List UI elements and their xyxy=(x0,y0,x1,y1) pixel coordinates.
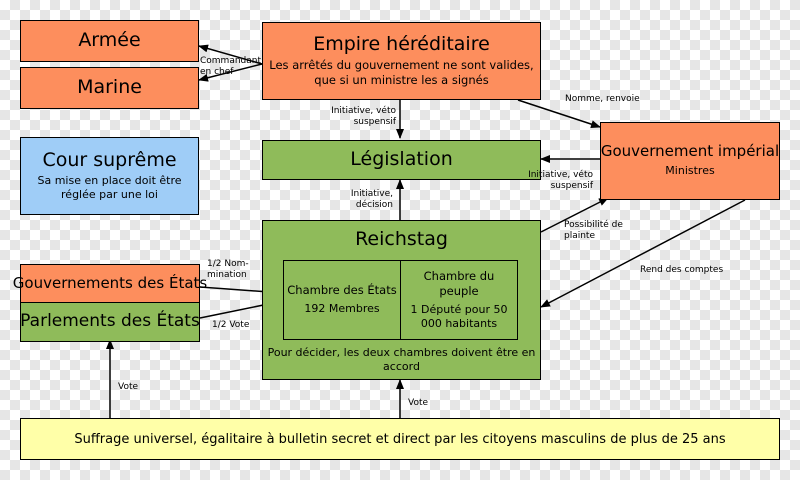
gouvernement-title: Gouvernement impérial xyxy=(600,142,780,161)
label-possibilite-plainte: Possibilité de plainte xyxy=(564,220,623,242)
gouvernement-text: Ministres xyxy=(665,164,715,178)
chambre-peuple-title: Chambre du peuple xyxy=(423,268,495,298)
cour-supreme-box: Cour suprême Sa mise en place doit être … xyxy=(20,137,199,215)
label-vote-half: 1/2 Vote xyxy=(212,320,250,330)
label-initiative-decision: Initiative, décision xyxy=(350,189,393,211)
gouvernements-etats-label: Gouvernements des États xyxy=(12,274,208,293)
parlements-etats-label: Parlements des États xyxy=(20,311,200,332)
empire-box: Empire héréditaire Les arrêtés du gouver… xyxy=(262,22,541,100)
arrow-reichstag-gouvernement xyxy=(540,197,609,233)
label-rend-comptes: Rend des comptes xyxy=(640,265,724,275)
suffrage-box: Suffrage universel, égalitaire à bulleti… xyxy=(20,418,780,460)
empire-text: Les arrêtés du gouvernement ne sont vali… xyxy=(269,57,534,87)
chambre-etats-box: Chambre des États 192 Membres xyxy=(283,260,401,340)
reichstag-note: Pour décider, les deux chambres doivent … xyxy=(267,346,536,374)
legislation-box: Législation xyxy=(262,140,541,180)
chambre-peuple-box: Chambre du peuple 1 Député pour 50 000 h… xyxy=(400,260,518,340)
suffrage-label: Suffrage universel, égalitaire à bulleti… xyxy=(74,431,726,447)
arrow-empire-gouvernement xyxy=(517,99,601,128)
label-vote-center: Vote xyxy=(408,398,429,408)
gouvernement-box: Gouvernement impérial Ministres xyxy=(600,122,780,200)
cour-supreme-title: Cour suprême xyxy=(42,148,177,171)
armee-label: Armée xyxy=(78,29,141,52)
label-initiative-veto-empire: Initiative, véto suspensif xyxy=(331,106,396,128)
label-nomination: 1/2 Nom-mination xyxy=(207,259,249,281)
label-vote-left: Vote xyxy=(118,382,139,392)
chambre-etats-title: Chambre des États xyxy=(287,283,397,298)
armee-box: Armée xyxy=(20,20,199,62)
reichstag-title: Reichstag xyxy=(355,228,448,250)
label-initiative-veto-gouvernement: Initiative, véto suspensif xyxy=(528,170,593,192)
legislation-label: Législation xyxy=(350,148,453,171)
arrow-empire-armee xyxy=(198,44,263,65)
chambre-peuple-text: 1 Député pour 50 000 habitants xyxy=(410,302,508,330)
parlements-etats-box: Parlements des États xyxy=(20,302,200,342)
chambre-etats-text: 192 Membres xyxy=(304,302,380,316)
label-commandant: Commandant en chef xyxy=(200,56,262,78)
gouvernements-etats-box: Gouvernements des États xyxy=(13,264,207,304)
arrow-empire-marine xyxy=(198,63,263,82)
marine-label: Marine xyxy=(77,76,142,99)
label-nomme-renvoie: Nomme, renvoie xyxy=(565,94,640,104)
cour-supreme-text: Sa mise en place doit être réglée par un… xyxy=(37,173,182,201)
empire-title: Empire héréditaire xyxy=(313,33,490,56)
marine-box: Marine xyxy=(20,67,199,109)
arrow-gouvernement-reichstag xyxy=(540,199,746,308)
